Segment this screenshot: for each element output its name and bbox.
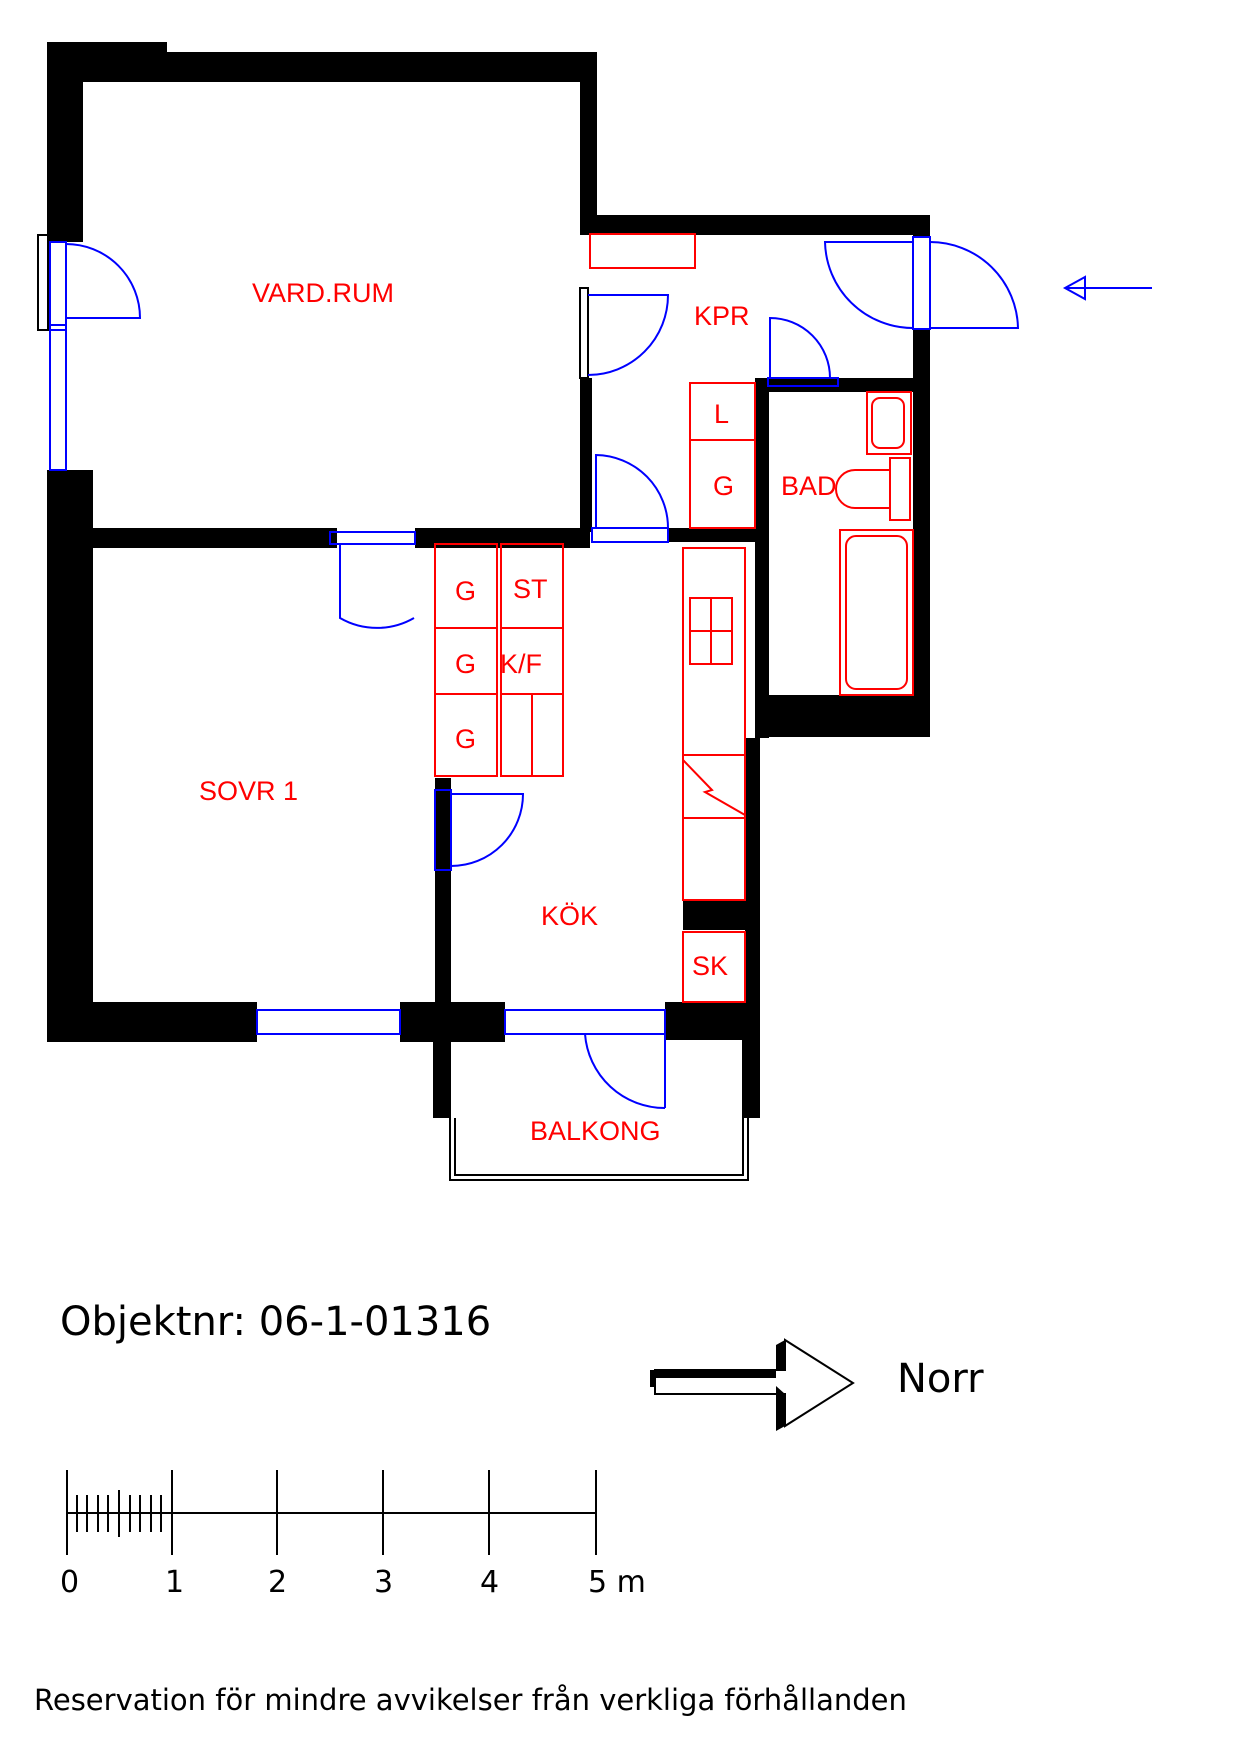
kitchen-closets-g [434, 543, 498, 777]
entrance-arrow-icon [1062, 275, 1152, 301]
wall-living-hall-lower [580, 378, 592, 532]
bath-toilet [835, 469, 890, 509]
disclaimer: Reservation för mindre avvikelser från v… [34, 1683, 907, 1717]
north-label: Norr [897, 1356, 984, 1402]
wall-bath-east [913, 328, 930, 736]
fixture-label-kf: K/F [500, 649, 542, 679]
door-living-west [49, 241, 142, 331]
north-arrow-icon [650, 1338, 855, 1431]
hall-closets [689, 382, 756, 529]
door-bedroom [339, 544, 415, 629]
fixture-label-g2: G [455, 649, 476, 679]
opening-bedroom-door-frame [329, 531, 416, 545]
room-label-kpr: KPR [694, 301, 750, 331]
object-number: Objektnr: 06-1-01316 [60, 1299, 491, 1345]
fixture-label-g1: G [455, 576, 476, 606]
room-label-bad: BAD [781, 471, 837, 501]
scale-tick-3: 3 [374, 1565, 393, 1600]
wall-bedroom-kitchen-lower [435, 778, 451, 1002]
wall-living-east-upper [580, 52, 597, 220]
scale-tick-2: 2 [268, 1565, 287, 1600]
doors [49, 236, 1020, 1110]
scale-tick-4: 4 [480, 1565, 499, 1600]
door-living-hall [579, 287, 670, 379]
balcony-rail-inner [454, 1118, 744, 1176]
bath-sink [866, 391, 912, 455]
wall-balcony-east [742, 1030, 760, 1118]
stove-symbol [682, 759, 746, 816]
fixture-label-hall-g: G [713, 471, 734, 501]
fixtures [434, 233, 914, 1003]
walls [47, 42, 930, 1118]
scale-tick-5: 5 m [588, 1565, 646, 1600]
room-label-sovr1: SOVR 1 [199, 776, 298, 806]
balcony-rail-outer [449, 1118, 749, 1181]
door-balcony [584, 1033, 666, 1110]
kitchen-sk-closet [682, 931, 746, 1003]
wall-south-bedroom-west [47, 1002, 257, 1042]
scale-bar-minor-ticks [76, 1490, 162, 1537]
room-label-vardrum: VARD.RUM [252, 278, 394, 308]
wall-south-middle [400, 1002, 505, 1042]
wall-bath-west [755, 378, 769, 738]
wall-hall-kitchen [668, 528, 758, 542]
wall-kitchen-sk-divider [683, 900, 745, 930]
window-kitchen-south [504, 1009, 666, 1035]
room-label-kok: KÖK [541, 901, 598, 931]
wall-west-lower [47, 470, 93, 1042]
window-frame-west [37, 234, 49, 331]
door-bedroom-kitchen [434, 789, 525, 871]
wall-hall-north-end [913, 215, 930, 237]
hall-shelf [589, 233, 696, 269]
door-hall-kitchen [591, 453, 669, 543]
door-bathroom [767, 316, 839, 387]
wall-balcony-west [433, 1030, 451, 1118]
fixture-label-l: L [714, 399, 729, 429]
wall-kitchen-east [745, 738, 760, 1038]
scale-tick-0: 0 [60, 1565, 79, 1600]
scale-tick-1: 1 [165, 1565, 184, 1600]
bath-tub [839, 529, 914, 696]
window-living-west [49, 324, 67, 471]
balcony-outline [449, 1118, 749, 1181]
kitchen-counter [682, 547, 746, 901]
wall-north-living [47, 52, 597, 82]
fixture-label-sk: SK [692, 951, 728, 981]
wall-bedroom-kitchen-top [435, 528, 451, 538]
room-label-balkong: BALKONG [530, 1116, 661, 1146]
bath-toilet-tank [889, 457, 911, 521]
fixture-label-g3: G [455, 724, 476, 754]
window-bedroom-south [256, 1009, 401, 1035]
windows [37, 234, 666, 1035]
scale-bar: 0 1 2 3 4 5 m [60, 1470, 646, 1600]
wall-bath-south [755, 695, 930, 737]
wall-hall-north [580, 215, 930, 235]
wall-living-bedroom-west [47, 528, 337, 548]
fixture-label-st: ST [513, 574, 548, 604]
door-entrance [823, 236, 1020, 330]
